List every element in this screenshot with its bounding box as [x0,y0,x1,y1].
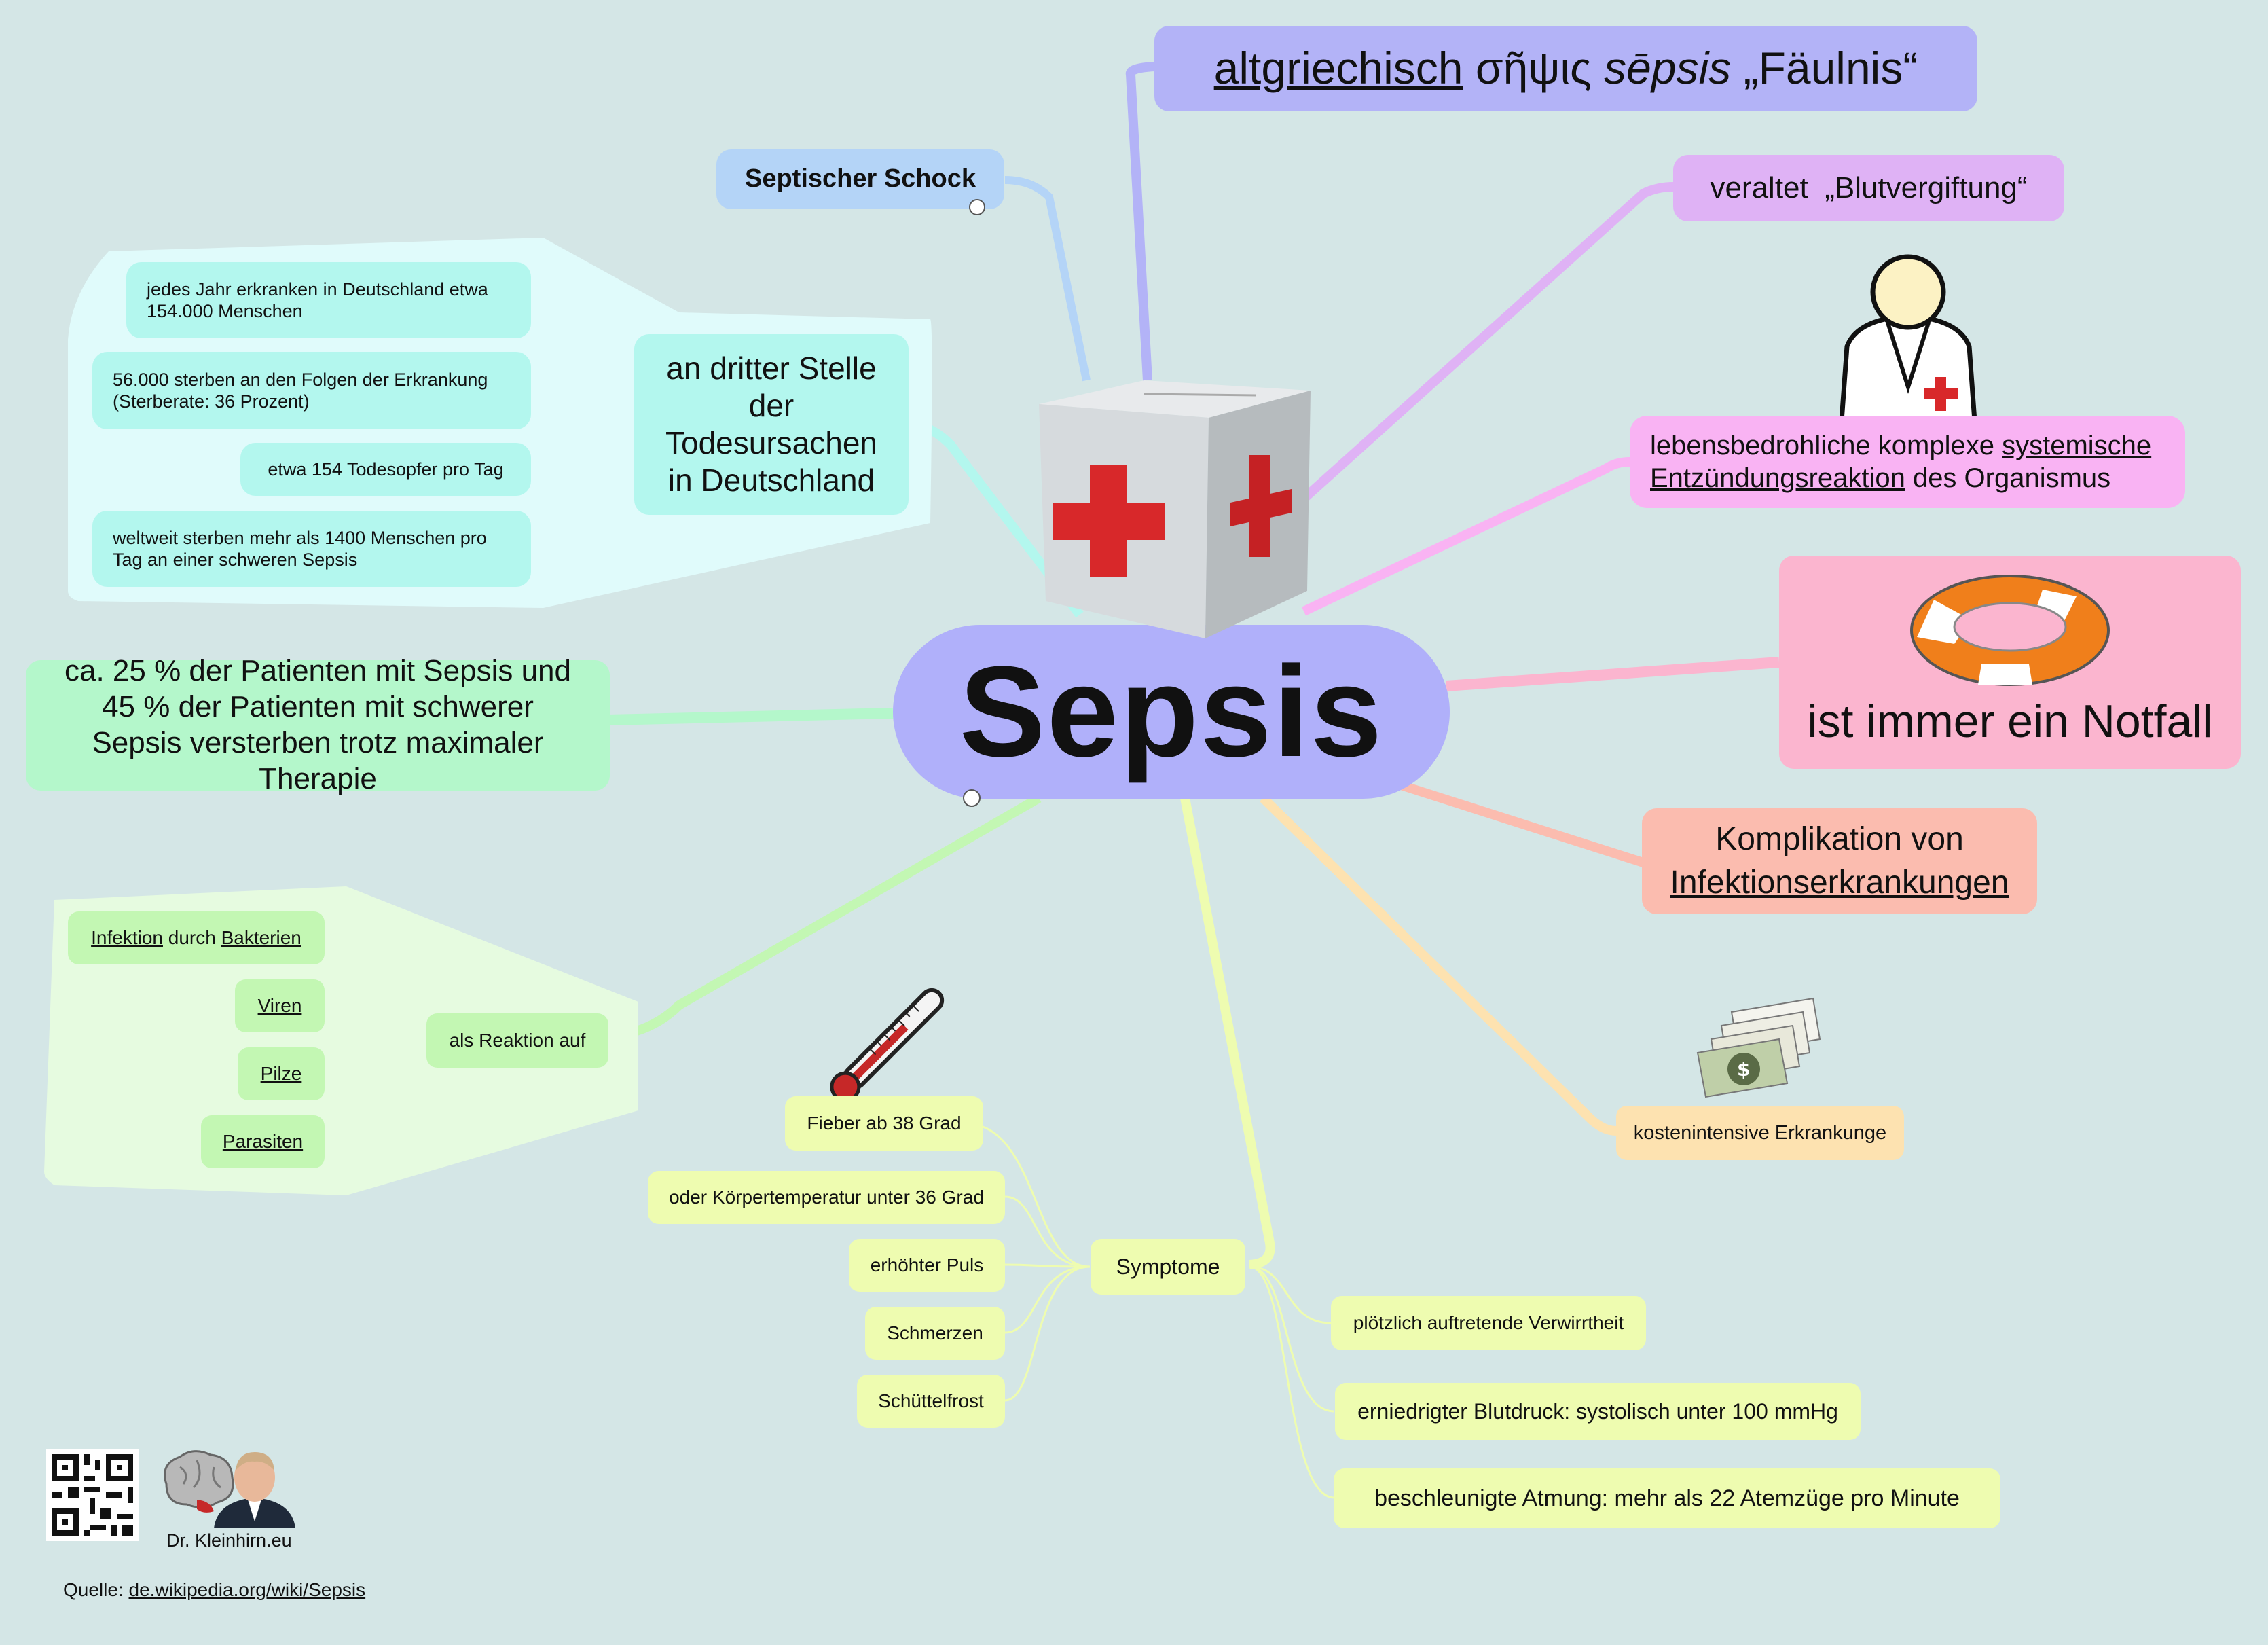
author-photo [214,1452,295,1528]
obsolete-name-node[interactable]: veraltet „Blutvergiftung“ [1673,155,2064,221]
symptom-pulse[interactable]: erhöhter Puls [849,1239,1005,1292]
source-line: Quelle: de.wikipedia.org/wiki/Sepsis [63,1579,365,1601]
reaction-node[interactable]: als Reaktion auf [426,1013,608,1068]
etymology-meaning: „Fäulnis“ [1743,43,1918,94]
etymology-prefix[interactable]: altgriechisch [1213,43,1463,94]
fungi-link[interactable]: Pilze [260,1063,302,1085]
infection-diseases-link[interactable]: Infektionserkrankungen [1670,865,2009,901]
reaction-bacteria-node[interactable]: Infektion durch Bakterien [68,911,325,964]
symptom-low-temperature-label: oder Körpertemperatur unter 36 Grad [669,1187,984,1208]
mortality-label: ca. 25 % der Patienten mit Sepsis und 45… [65,654,571,795]
death-fact-yearly[interactable]: jedes Jahr erkranken in Deutschland etwa… [126,262,531,338]
death-fact-daily-label: etwa 154 Todesopfer pro Tag [268,458,504,480]
cost-node[interactable]: kostenintensive Erkrankunge [1616,1106,1904,1160]
reaction-label: als Reaktion auf [449,1030,586,1051]
death-fact-worldwide-label: weltweit sterben mehr als 1400 Menschen … [113,527,487,570]
symptom-chills-label: Schüttelfrost [878,1390,984,1412]
emergency-label: ist immer ein Notfall [1807,695,2213,748]
definition-text-end: des Organismus [1905,463,2111,493]
parasites-link[interactable]: Parasiten [222,1131,304,1153]
death-fact-deaths[interactable]: 56.000 sterben an den Folgen der Erkrank… [92,352,531,429]
death-fact-yearly-label: jedes Jahr erkranken in Deutschland etwa… [147,278,488,321]
brain-icon [164,1450,234,1513]
systemic-link[interactable]: systemische [2002,431,2152,460]
symptom-fever-label: Fieber ab 38 Grad [807,1113,962,1134]
money-icon: $ [1696,997,1821,1098]
death-cause-label: an dritter Stelle der Todesursachen in D… [665,350,877,499]
thermometer-icon [830,988,945,1102]
etymology-translit: sēpsis [1604,43,1732,94]
infection-link[interactable]: Infektion [91,927,163,949]
etymology-node[interactable]: altgriechisch σῆψις sēpsis „Fäulnis“ [1154,26,1977,111]
bacteria-link[interactable]: Bakterien [221,927,301,949]
symptom-blood-pressure[interactable]: erniedrigter Blutdruck: systolisch unter… [1335,1383,1861,1440]
septic-shock-label: Septischer Schock [744,164,976,194]
symptom-pain-label: Schmerzen [887,1322,983,1344]
infection-text: durch [162,927,221,949]
first-aid-box-icon [1039,380,1311,638]
symptom-pain[interactable]: Schmerzen [865,1307,1005,1360]
inflammation-link[interactable]: Entzündungsreaktion [1650,463,1905,493]
reaction-fungi-node[interactable]: Pilze [238,1047,325,1100]
source-link[interactable]: de.wikipedia.org/wiki/Sepsis [128,1579,366,1600]
definition-node[interactable]: lebensbedrohliche komplexe systemische E… [1630,416,2185,508]
doctor-icon [1839,254,1977,424]
qr-code-icon[interactable] [46,1449,139,1541]
etymology-greek: σῆψις [1475,43,1592,94]
symptom-confusion-label: plötzlich auftretende Verwirrtheit [1353,1312,1624,1334]
death-fact-deaths-label: 56.000 sterben an den Folgen der Erkrank… [113,369,488,412]
symptoms-label: Symptome [1116,1254,1220,1279]
symptom-breathing[interactable]: beschleunigte Atmung: mehr als 22 Atemzü… [1334,1468,2000,1528]
reaction-parasites-node[interactable]: Parasiten [201,1115,325,1168]
septic-shock-node[interactable]: Septischer Schock [716,149,1004,209]
symptom-confusion[interactable]: plötzlich auftretende Verwirrtheit [1331,1296,1646,1350]
complication-label: Komplikation von [1715,821,1964,858]
death-fact-worldwide[interactable]: weltweit sterben mehr als 1400 Menschen … [92,511,531,587]
symptom-fever[interactable]: Fieber ab 38 Grad [785,1096,983,1151]
obsolete-name-label: veraltet „Blutvergiftung“ [1710,170,2028,204]
mortality-node[interactable]: ca. 25 % der Patienten mit Sepsis und 45… [26,654,610,795]
symptom-low-temperature[interactable]: oder Körpertemperatur unter 36 Grad [648,1171,1005,1224]
death-fact-daily[interactable]: etwa 154 Todesopfer pro Tag [240,443,531,496]
definition-text-start: lebensbedrohliche komplexe [1650,431,2002,460]
lifebuoy-icon [1910,575,2110,686]
author-name: Dr. Kleinhirn.eu [166,1530,292,1551]
complication-node[interactable]: Komplikation von Infektionserkrankungen [1642,808,2037,914]
symptom-chills[interactable]: Schüttelfrost [857,1375,1005,1428]
symptom-breathing-label: beschleunigte Atmung: mehr als 22 Atemzü… [1374,1485,1960,1511]
symptom-blood-pressure-label: erniedrigter Blutdruck: systolisch unter… [1357,1398,1838,1424]
link-icon[interactable] [963,789,981,807]
reaction-viruses-node[interactable]: Viren [235,979,325,1032]
cost-label: kostenintensive Erkrankunge [1633,1121,1887,1144]
symptom-pulse-label: erhöhter Puls [870,1254,984,1276]
central-topic-title: Sepsis [959,640,1384,784]
symptoms-node[interactable]: Symptome [1091,1239,1245,1295]
central-topic-sepsis[interactable]: Sepsis [893,625,1450,799]
source-label: Quelle: [63,1579,129,1600]
svg-text:$: $ [1737,1058,1750,1081]
death-cause-node[interactable]: an dritter Stelle der Todesursachen in D… [634,334,909,515]
link-icon[interactable] [969,199,985,215]
viruses-link[interactable]: Viren [257,995,302,1017]
